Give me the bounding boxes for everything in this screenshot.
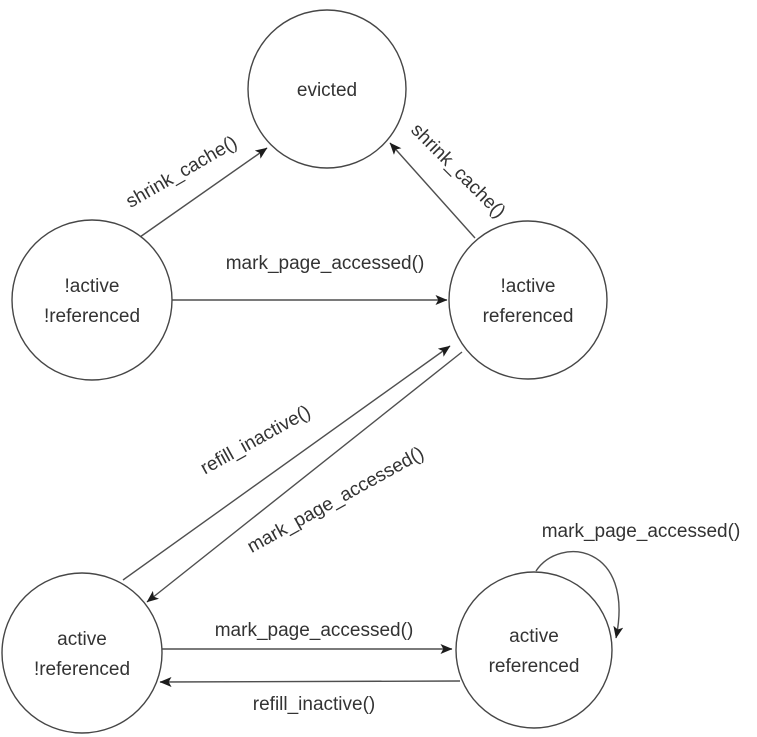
state-circle-active-referenced	[455, 571, 613, 729]
transition-label-mark-accessed-self-loop: mark_page_accessed()	[542, 521, 741, 542]
state-label-evicted: evicted	[297, 80, 357, 101]
transition-label-shrink-cache-left: shrink_cache()	[123, 132, 241, 212]
transition-edge-shrink-cache-left	[139, 147, 268, 238]
state-node-inactive-unreferenced: !active!referenced	[11, 219, 173, 381]
transition-label-mark-accessed-top: mark_page_accessed()	[226, 253, 425, 274]
state-circle-inactive-unreferenced	[11, 219, 173, 381]
state-circle-inactive-referenced	[448, 220, 608, 380]
state-label-inactive-unreferenced: !active!referenced	[44, 276, 140, 327]
state-circle-evicted	[247, 9, 407, 169]
transition-edge-refill-inactive-bottom	[159, 676, 461, 687]
transition-edge-mark-accessed-diagonal	[146, 351, 463, 603]
transition-edge-mark-accessed-self-loop	[535, 551, 624, 639]
transition-label-mark-accessed-diagonal: mark_page_accessed()	[244, 443, 428, 558]
transition-edge-refill-inactive-diagonal	[122, 345, 451, 581]
edges-layer: shrink_cache() shrink_cache() mark_page_ac…	[123, 120, 741, 715]
transition-label-shrink-cache-right: shrink_cache()	[406, 120, 509, 223]
state-node-active-unreferenced: active!referenced	[1, 572, 163, 734]
transition-label-mark-accessed-bottom: mark_page_accessed()	[215, 620, 414, 641]
transition-label-refill-inactive-diagonal: refill_inactive()	[197, 401, 314, 479]
transition-label-refill-inactive-bottom: refill_inactive()	[253, 694, 375, 715]
state-label-active-unreferenced: active!referenced	[34, 629, 130, 680]
transition-edge-shrink-cache-right	[389, 142, 476, 239]
state-node-evicted: evicted	[247, 9, 407, 169]
state-circle-active-unreferenced	[1, 572, 163, 734]
